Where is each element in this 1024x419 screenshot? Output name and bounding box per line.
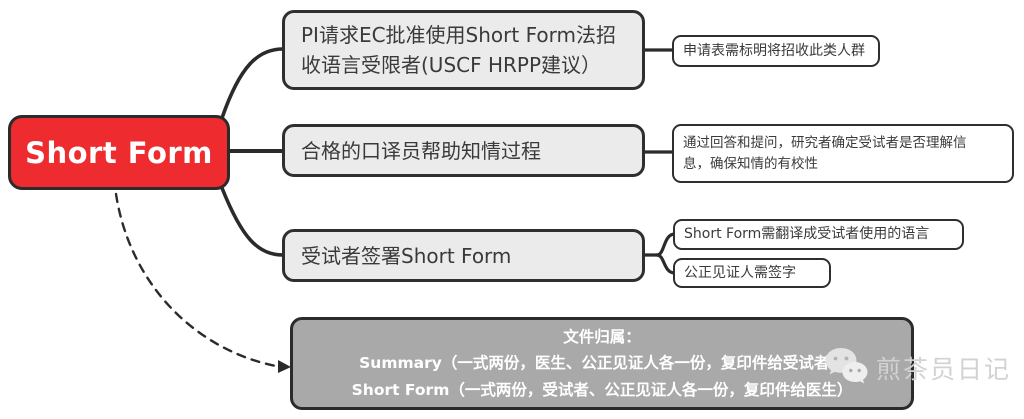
leaf-node-label-line: 通过回答和提问，研究者确定受试者是否理解信 [683, 135, 967, 152]
note-title: 文件归属： [563, 327, 641, 346]
leaf-node-label: 申请表需标明将招收此类人群 [683, 42, 865, 59]
branch-node-interpreter: 合格的口译员帮助知情过程 [282, 124, 645, 177]
branch-node-label: 受试者签署Short Form [301, 243, 512, 268]
note-line-short-form: Short Form（一式两份，受试者、公正见证人各一份，复印件给医生） [351, 380, 853, 399]
connector-root-note-dashed [114, 192, 278, 368]
leaf-node-witness-signature: 公正见证人需签字 [673, 258, 831, 288]
branch-node-label-line: PI请求EC批准使用Short Form法招 [301, 23, 616, 47]
connector-branch3-leaf3b [655, 253, 677, 275]
branch-node-sign-short-form: 受试者签署Short Form [282, 229, 645, 282]
root-node-short-form: Short Form [8, 115, 230, 190]
branch-node-label: 合格的口译员帮助知情过程 [301, 138, 541, 163]
leaf-node-application-form: 申请表需标明将招收此类人群 [672, 35, 880, 67]
connector-root-branch1 [220, 47, 285, 120]
leaf-node-label: Short Form需翻译成受试者使用的语言 [684, 226, 930, 242]
leaf-node-verify-understanding: 通过回答和提问，研究者确定受试者是否理解信 息，确保知情的有校性 [672, 124, 1014, 183]
leaf-node-label: 公正见证人需签字 [684, 264, 796, 281]
branch-node-label-line: 收语言受限者(USCF HRPP建议） [301, 53, 602, 77]
root-node-label: Short Form [25, 135, 213, 170]
leaf-node-label-line: 息，确保知情的有校性 [683, 155, 818, 172]
note-line-summary: Summary（一式两份，医生、公正见证人各一份，复印件给受试者） [359, 354, 845, 373]
leaf-node-translation: Short Form需翻译成受试者使用的语言 [673, 219, 964, 250]
branch-node-pi-request: PI请求EC批准使用Short Form法招 收语言受限者(USCF HRPP建… [282, 10, 645, 90]
connector-root-branch3 [220, 186, 285, 257]
note-node-document-ownership: 文件归属： Summary（一式两份，医生、公正见证人各一份，复印件给受试者） … [290, 317, 914, 410]
arrowhead [278, 360, 291, 373]
